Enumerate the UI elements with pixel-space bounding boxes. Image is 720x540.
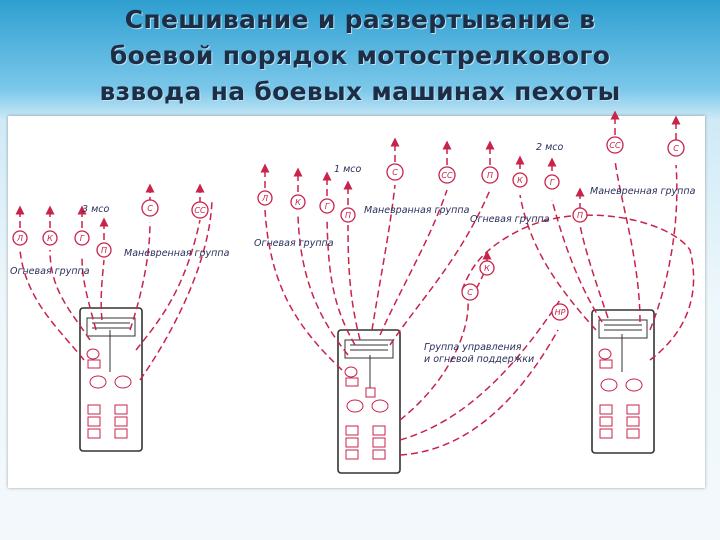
marker-sq3-s: С [147,204,153,213]
marker-sq1-k: К [295,198,301,207]
marker-sq1-p: П [345,211,351,220]
marker-sq2-p: П [577,211,583,220]
marker-sq3-k: К [47,234,53,243]
label-squad3: 3 мсо [82,204,109,215]
label-fire-right: Огневая группа [470,214,550,225]
marker-sq3-l: Л [16,234,23,243]
label-control-line1: Группа управления [424,342,522,353]
title-line-3: взвода на боевых машинах пехоты [99,77,621,106]
label-control-line2: и огневой поддержки [424,354,534,365]
marker-sq3-ss: СС [194,206,206,215]
marker-ctl-nr: НР [555,308,566,317]
label-squad2: 2 мсо [536,142,563,153]
marker-sq2-g: Г [550,178,555,187]
marker-sq3-g: Г [80,234,85,243]
label-maneuver-right: Маневренная группа [590,186,696,197]
vehicle-right [591,309,655,454]
marker-sq2-k: К [517,176,523,185]
marker-ctl-s: С [467,288,473,297]
marker-sq2-ss: СС [609,141,621,150]
diagram-labels: 3 мсо 1 мсо 2 мсо Маневренная группа Огн… [10,142,696,365]
marker-sq1-l: Л [261,194,268,203]
marker-ctl-k: К [484,264,490,273]
label-squad1: 1 мсо [334,164,361,175]
marker-sq1-p2: П [487,171,493,180]
marker-sq1-g: Г [325,202,330,211]
label-maneuver-left: Маневренная группа [124,248,230,259]
page-title: Спешивание и развертывание в боевой поря… [0,2,720,110]
marker-sq1-ss: СС [441,171,453,180]
label-fire-left: Огневая группа [10,266,90,277]
marker-sq2-s: С [673,144,679,153]
vehicle-left [79,307,143,452]
title-line-2: боевой порядок мотострелкового [109,41,611,70]
label-maneuver-center: Маневранная группа [364,205,470,216]
marker-sq3-p: П [101,246,107,255]
soldier-markers: Л К Г П С СС Л К Г П С СС П К Г П СС С К… [12,136,685,321]
marker-sq1-s: С [392,168,398,177]
title-line-1: Спешивание и развертывание в [124,5,596,34]
label-fire-center: Огневая группа [254,238,334,249]
vehicle-center [337,329,401,474]
